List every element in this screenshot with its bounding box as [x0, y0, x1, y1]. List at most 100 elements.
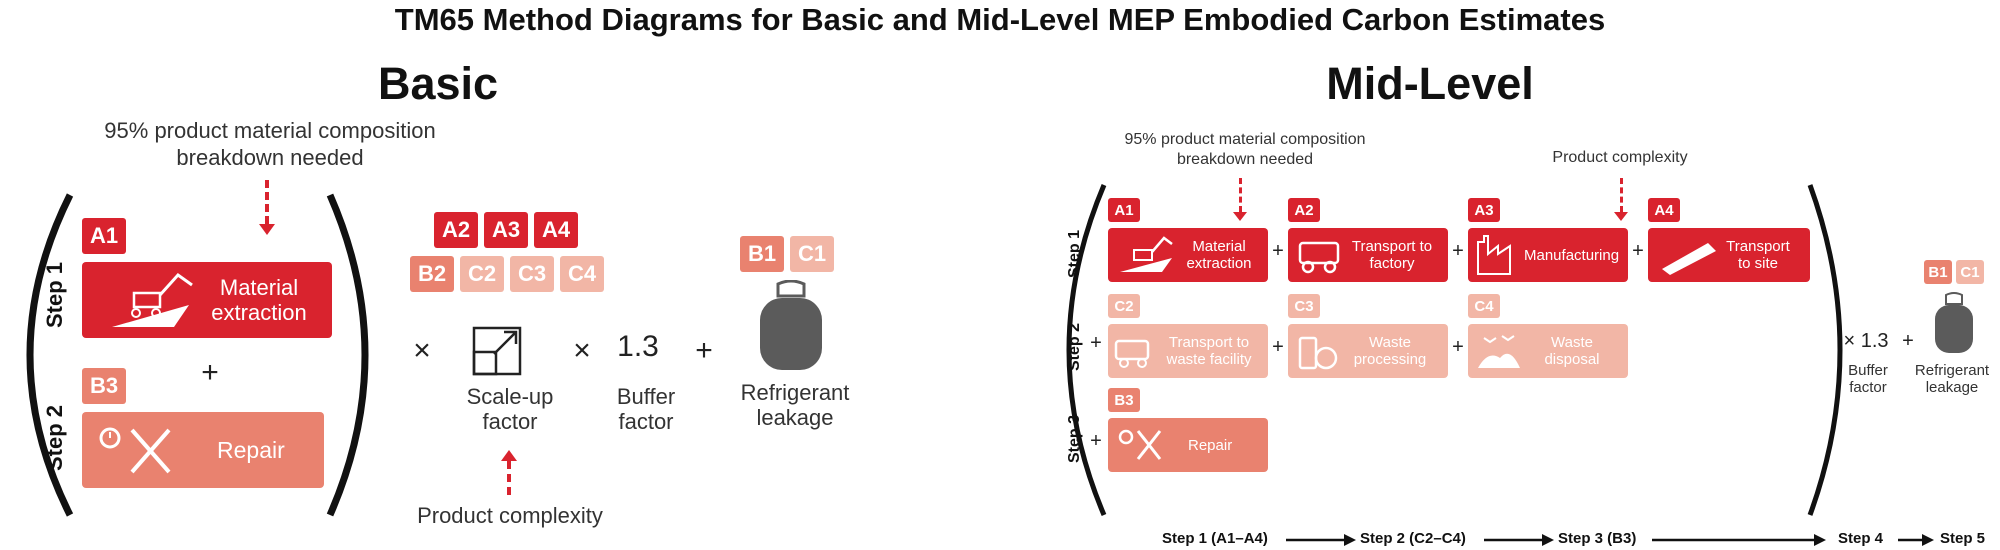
factory-icon	[1477, 235, 1511, 275]
mid-plus-r2-2: +	[1452, 336, 1464, 358]
flow-step5: Step 5	[1940, 530, 1986, 547]
flow-arrow-4	[1898, 534, 1934, 546]
mid-waste-disposal-label: Waste disposal	[1544, 333, 1600, 368]
flow-step4: Step 4	[1838, 530, 1884, 547]
basic-code-a4: A4	[534, 212, 578, 248]
mid-step3-label: Step 3	[1066, 415, 1083, 464]
mid-code-c4: C4	[1468, 294, 1500, 318]
mid-code-c2: C2	[1108, 294, 1140, 318]
mid-manufacturing-label: Manufacturing	[1524, 246, 1620, 264]
mid-complexity-arrowhead	[1614, 212, 1628, 221]
mid-code-b1: B1	[1924, 260, 1952, 284]
basic-buffer-value: 1.3	[617, 330, 659, 363]
mid-plus-r1-2: +	[1452, 240, 1464, 262]
basic-buffer-label: Buffer factor	[616, 384, 676, 435]
mid-complexity-arrow-line	[1620, 178, 1623, 212]
refrigerant-cylinder-icon	[1935, 292, 1973, 353]
mid-step1-label: Step 1	[1066, 230, 1083, 279]
mid-times-buffer: × 1.3	[1843, 330, 1889, 352]
mid-transport-site-label: Transport to site	[1726, 237, 1790, 272]
basic-code-a1: A1	[82, 218, 126, 254]
basic-complexity-arrowhead	[501, 450, 517, 461]
basic-step2-label: Step 2	[42, 404, 67, 472]
mid-left-paren	[1066, 184, 1107, 516]
flow-step2: Step 2 (C2–C4)	[1360, 530, 1466, 547]
mid-right-paren	[1807, 184, 1843, 516]
mid-waste-processing-box: Waste processing	[1288, 324, 1448, 378]
basic-right-paren	[326, 193, 369, 517]
excavator-icon	[1120, 236, 1173, 272]
basic-code-b3: B3	[82, 368, 126, 404]
mid-buffer-label: Buffer factor	[1848, 362, 1888, 397]
mid-manufacturing-box: Manufacturing	[1468, 228, 1628, 282]
mid-repair-box: Repair	[1108, 418, 1268, 472]
basic-plus-refrigerant: +	[695, 334, 713, 367]
basic-complexity-note: Product complexity	[417, 503, 603, 528]
recycle-bin-icon	[1298, 336, 1338, 370]
mid-material-arrowhead	[1233, 212, 1247, 221]
mid-code-a2: A2	[1288, 198, 1320, 222]
mid-transport-site-box: Transport to site	[1648, 228, 1810, 282]
mid-transport-factory-box: Transport to factory	[1288, 228, 1448, 282]
basic-left-paren	[26, 193, 74, 517]
basic-code-c2: C2	[460, 256, 504, 292]
flow-arrow-1	[1286, 534, 1356, 546]
mid-refrigerant-label: Refrigerant leakage	[1914, 362, 1990, 397]
mid-material-extraction-label: Material extraction	[1186, 237, 1252, 272]
basic-times-1: ×	[413, 334, 431, 367]
flow-step1: Step 1 (A1–A4)	[1162, 530, 1268, 547]
basic-code-a3: A3	[484, 212, 528, 248]
basic-code-c4: C4	[560, 256, 604, 292]
repair-tools-icon	[99, 427, 171, 474]
repair-tools-icon	[1118, 429, 1162, 460]
mid-code-c1: C1	[1956, 260, 1984, 284]
mid-plus-r2-1: +	[1272, 336, 1284, 358]
mid-transport-waste-label: Transport to waste facility	[1166, 333, 1252, 368]
excavator-icon	[112, 273, 193, 327]
basic-refrigerant-label: Refrigerant leakage	[740, 380, 850, 431]
mid-repair-label: Repair	[1188, 436, 1233, 454]
basic-step1-label: Step 1	[42, 261, 67, 329]
basic-code-c3: C3	[510, 256, 554, 292]
basic-code-c1: C1	[790, 236, 834, 272]
flow-arrow-2	[1484, 534, 1554, 546]
mid-plus-refrigerant: +	[1902, 330, 1914, 352]
mid-transport-waste-box: Transport to waste facility	[1108, 324, 1268, 378]
mid-complexity-note: Product complexity	[1552, 149, 1688, 166]
mid-plus-r1-3: +	[1632, 240, 1644, 262]
basic-note-arrow-line	[265, 180, 269, 224]
truck-icon	[1298, 241, 1340, 274]
scale-up-icon	[472, 326, 522, 376]
mid-waste-disposal-box: Waste disposal	[1468, 324, 1628, 378]
basic-repair-label: Repair	[217, 436, 285, 463]
scale-up-label: Scale-up factor	[466, 384, 554, 435]
mid-plus-r3-0: +	[1090, 430, 1102, 452]
mid-code-a1: A1	[1108, 198, 1140, 222]
basic-note-arrowhead	[259, 224, 275, 235]
mid-material-note: 95% product material composition breakdo…	[1124, 131, 1366, 168]
flow-arrow-3	[1652, 534, 1826, 546]
mid-material-extraction-box: Material extraction	[1108, 228, 1268, 282]
basic-times-2: ×	[573, 334, 591, 367]
truck-icon	[1114, 339, 1150, 368]
basic-material-extraction-label: Material extraction	[211, 274, 307, 325]
basic-plus-steps: +	[201, 356, 219, 389]
mid-waste-processing-label: Waste processing	[1353, 333, 1427, 368]
mid-code-a4: A4	[1648, 198, 1680, 222]
mid-step2-label: Step 2	[1066, 323, 1083, 372]
mid-code-c3: C3	[1288, 294, 1320, 318]
basic-heading: Basic	[377, 58, 499, 109]
basic-code-b2: B2	[410, 256, 454, 292]
basic-repair-box: Repair	[82, 412, 324, 488]
landfill-icon	[1478, 335, 1520, 368]
pipe-icon	[1662, 243, 1716, 275]
mid-code-b3: B3	[1108, 388, 1140, 412]
mid-plus-r2-0: +	[1090, 332, 1102, 354]
figure-title: TM65 Method Diagrams for Basic and Mid-L…	[394, 2, 1606, 37]
mid-code-a3: A3	[1468, 198, 1500, 222]
mid-material-arrow-line	[1239, 178, 1242, 212]
basic-code-a2: A2	[434, 212, 478, 248]
basic-complexity-arrow-line	[507, 461, 511, 495]
mid-heading: Mid-Level	[1326, 58, 1534, 109]
basic-code-b1: B1	[740, 236, 784, 272]
